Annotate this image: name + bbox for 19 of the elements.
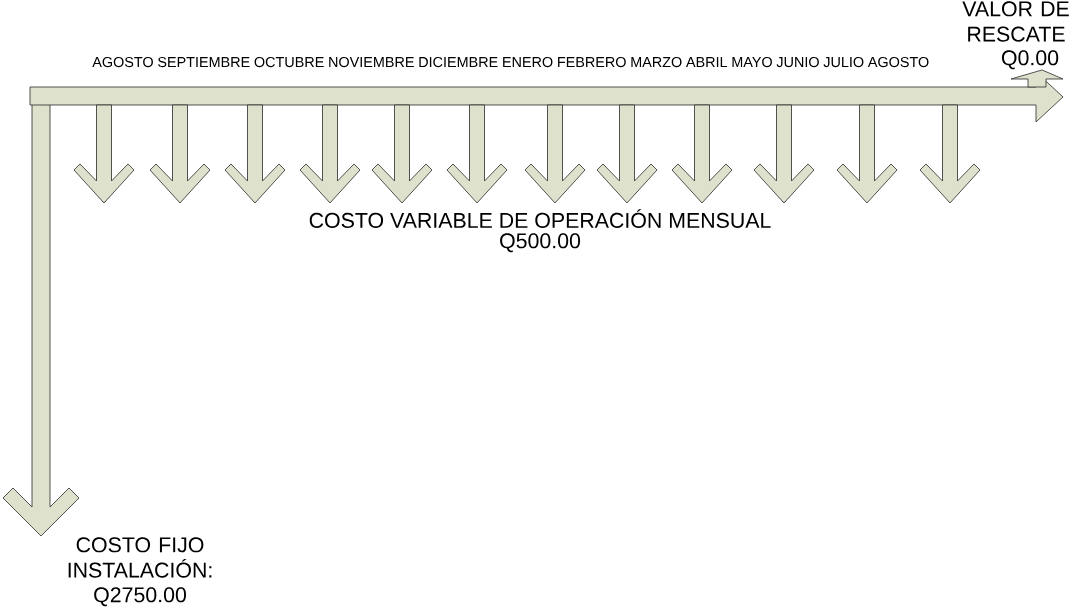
- month-label: NOVIEMBRE: [329, 56, 414, 68]
- amount-label: Q2750.00: [94, 587, 186, 607]
- month-label: MAYO: [732, 56, 772, 68]
- month-label: DICIEMBRE: [419, 56, 498, 68]
- month-label: ENERO: [503, 56, 553, 68]
- month-label: AGOSTO: [92, 56, 153, 68]
- amount-label: Q500.00: [500, 233, 581, 253]
- amount-label: VALOR DE RESCATE: [962, 1, 1069, 42]
- month-label: OCTUBRE: [254, 56, 324, 68]
- month-label: FEBRERO: [558, 56, 626, 68]
- amount-label: COSTO FIJO INSTALACIÓN:: [68, 537, 212, 578]
- month-label: JULIO: [823, 56, 864, 68]
- month-label: JUNIO: [776, 56, 819, 68]
- amount-label: COSTO VARIABLE DE OPERACIÓN MENSUAL: [309, 209, 771, 228]
- month-label: ABRIL: [685, 57, 728, 67]
- month-label: SEPTIEMBRE: [158, 56, 250, 68]
- amount-label: Q0.00: [1001, 50, 1059, 70]
- month-label: AGOSTO: [867, 56, 929, 68]
- month-label: MARZO: [631, 56, 682, 68]
